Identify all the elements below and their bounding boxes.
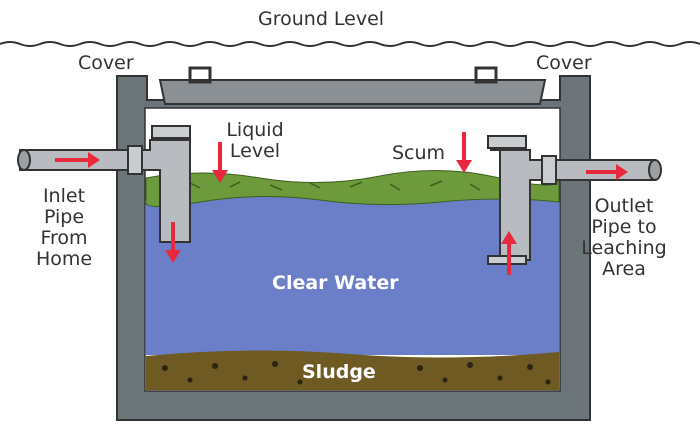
inlet-label: Inlet Pipe From Home: [35, 185, 93, 270]
sludge-texture: [162, 361, 551, 385]
ground-level-label: Ground Level: [258, 8, 385, 30]
tank-cover: [158, 79, 547, 105]
flow-arrows: [55, 132, 628, 275]
clear-water-label: Clear Water: [272, 272, 399, 294]
cover-right-label: Cover: [536, 52, 592, 74]
sludge-layer: [146, 350, 559, 390]
cover-left-label: Cover: [78, 52, 134, 74]
outlet-pipe: [490, 149, 656, 261]
ground-line: [0, 41, 700, 47]
cover-handle-right: [474, 66, 498, 84]
scum-label: Scum: [392, 142, 446, 164]
inlet-pipe: [19, 139, 191, 243]
liquid-level-label: Liquid Level: [226, 119, 284, 162]
sludge-label: Sludge: [302, 361, 376, 383]
cover-handle-left: [188, 66, 212, 84]
clear-water-layer: [146, 190, 559, 355]
outlet-label: Outlet Pipe to Leaching Area: [581, 195, 667, 280]
